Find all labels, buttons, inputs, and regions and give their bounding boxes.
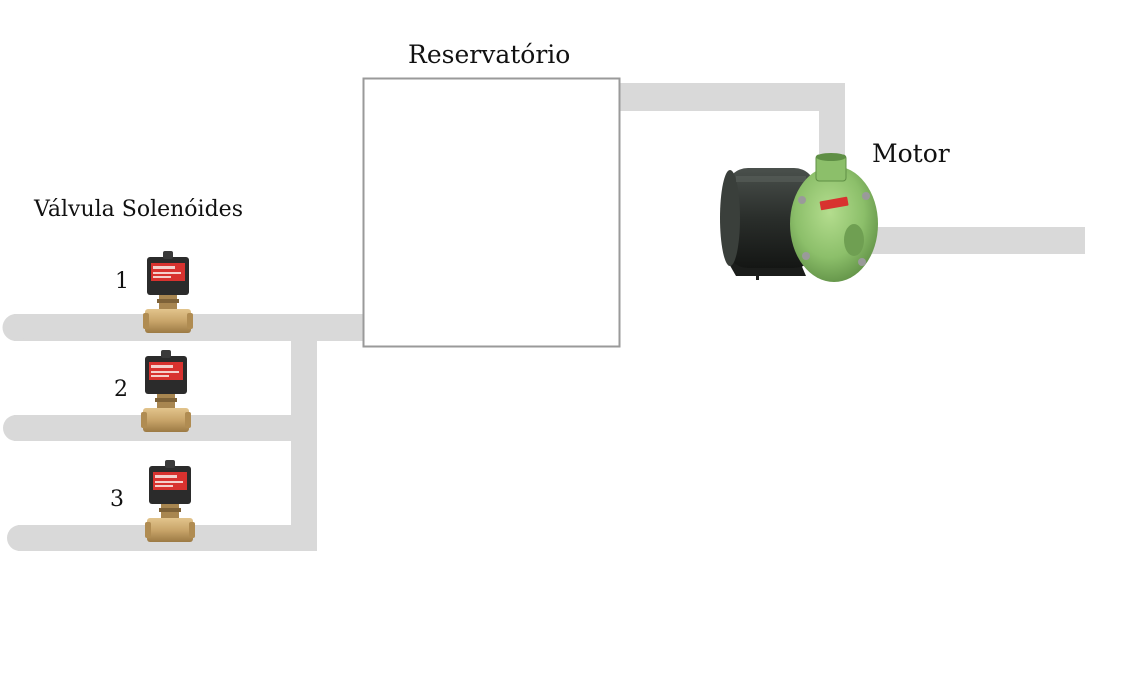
pipe-motor-outlet xyxy=(846,227,1085,254)
pipe-network-right xyxy=(619,83,1085,254)
solenoid-valve-1-icon xyxy=(143,251,193,333)
valve-number-2: 2 xyxy=(114,377,128,402)
pipe-valve-1-end xyxy=(2,314,30,341)
valve-number-1: 1 xyxy=(115,269,129,294)
pipe-network-left xyxy=(2,314,364,551)
pipe-valve-3-end xyxy=(7,525,33,551)
motor-pump-icon xyxy=(720,153,878,282)
pipe-reservoir-outlet xyxy=(619,83,845,111)
solenoid-valve-2-icon xyxy=(141,350,191,432)
pipe-vertical-manifold xyxy=(291,340,317,551)
valves-title: Válvula Solenóides xyxy=(34,197,243,222)
motor-label: Motor xyxy=(872,139,950,168)
reservoir-tank xyxy=(362,77,621,348)
pipe-motor-inlet xyxy=(819,83,845,163)
pipe-valve-2-end xyxy=(3,415,29,441)
valve-number-3: 3 xyxy=(110,487,124,512)
reservoir-label: Reservatório xyxy=(408,40,571,69)
solenoid-valve-3-icon xyxy=(145,460,195,542)
